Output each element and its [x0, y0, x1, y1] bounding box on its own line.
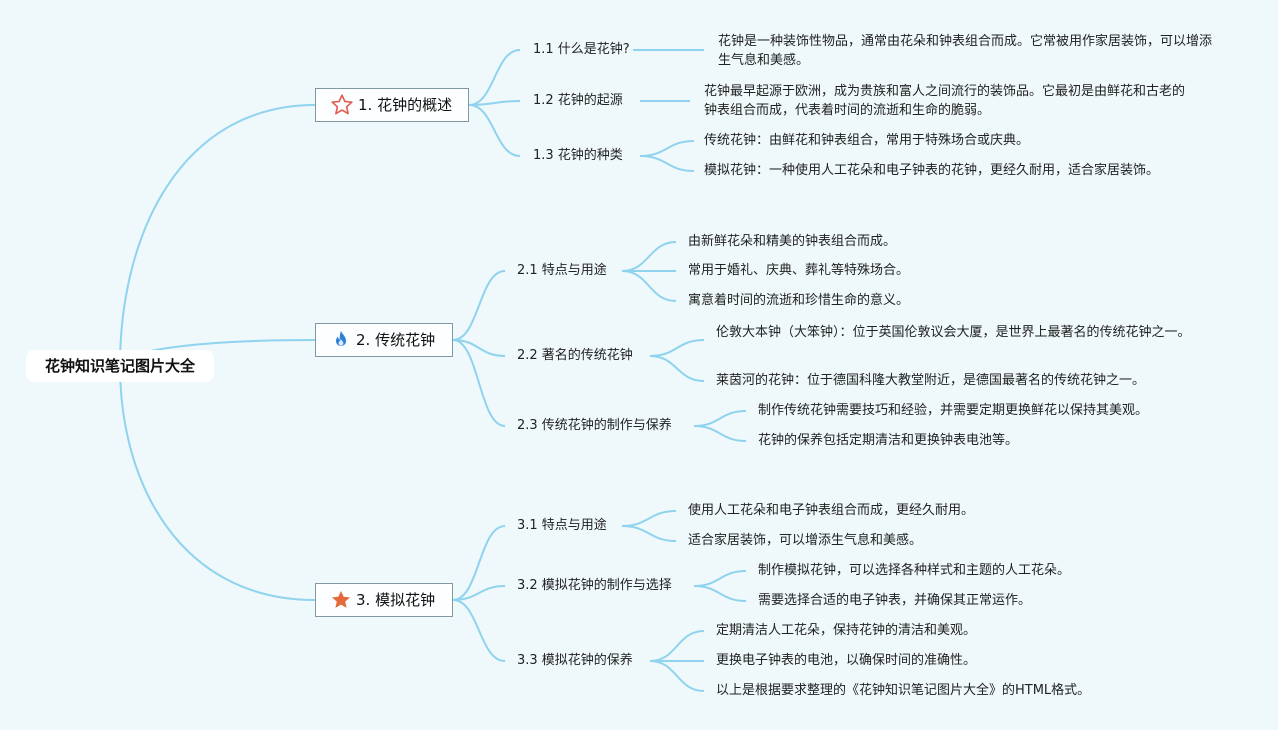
leaf-feature-1: 由新鲜花朵和精美的钟表组合而成。 — [688, 234, 897, 249]
leaf-making-1: 制作传统花钟需要技巧和经验，并需要定期更换鲜花以保持其美观。 — [758, 403, 1149, 418]
sub-features-traditional[interactable]: 2.1 特点与用途 — [517, 263, 607, 278]
link-s21-leaf3 — [621, 270, 677, 302]
link-s13-leaf2 — [639, 155, 695, 172]
link-s23-leaf1 — [693, 410, 747, 427]
branch-overview[interactable]: 1. 花钟的概述 — [315, 88, 469, 122]
link-s13-leaf1 — [639, 140, 695, 157]
leaf-big-ben: 伦敦大本钟（大笨钟）：位于英国伦敦议会大厦，是世界上最著名的传统花钟之一。 — [716, 325, 1191, 340]
leaf-type-simulated: 模拟花钟：一种使用人工花朵和电子钟表的花钟，更经久耐用，适合家居装饰。 — [704, 163, 1160, 178]
link-s31-leaf1 — [621, 510, 677, 527]
star-filled-icon — [330, 589, 352, 611]
link-s32-leaf2 — [693, 585, 747, 602]
leaf-feature-3: 寓意着时间的流逝和珍惜生命的意义。 — [688, 293, 910, 308]
link-s32-leaf1 — [693, 570, 747, 587]
link-b2-s3 — [452, 339, 506, 427]
sub-maintenance-simulated[interactable]: 3.3 模拟花钟的保养 — [517, 653, 633, 668]
leaf-sim-feature-2: 适合家居装饰，可以增添生气息和美感。 — [688, 533, 923, 548]
leaf-rhine: 莱茵河的花钟：位于德国科隆大教堂附近，是德国最著名的传统花钟之一。 — [716, 373, 1146, 388]
link-b3-s2 — [452, 585, 506, 601]
sub-features-simulated[interactable]: 3.1 特点与用途 — [517, 518, 607, 533]
link-root-branch1 — [119, 104, 316, 367]
branch-simulated[interactable]: 3. 模拟花钟 — [315, 583, 453, 617]
flame-icon — [330, 329, 352, 351]
branch-traditional[interactable]: 2. 传统花钟 — [315, 323, 453, 357]
link-s33-leaf1 — [649, 630, 705, 662]
link-s22-leaf2 — [649, 355, 705, 382]
link-s21-leaf1 — [621, 241, 677, 272]
link-s22-leaf1 — [649, 339, 705, 357]
link-b1-s1 — [468, 49, 521, 106]
leaf-making-2: 花钟的保养包括定期清洁和更换钟表电池等。 — [758, 433, 1019, 448]
leaf-sim-care-3: 以上是根据要求整理的《花钟知识笔记图片大全》的HTML格式。 — [716, 683, 1091, 698]
link-b1-s2 — [468, 100, 521, 106]
leaf-definition: 花钟是一种装饰性物品，通常由花朵和钟表组合而成。它常被用作家居装饰，可以增添生气… — [718, 34, 1213, 68]
leaf-sim-making-2: 需要选择合适的电子钟表，并确保其正常运作。 — [758, 593, 1032, 608]
link-b3-s1 — [452, 525, 506, 601]
link-s33-leaf3 — [649, 660, 705, 692]
leaf-feature-2: 常用于婚礼、庆典、葬礼等特殊场合。 — [688, 263, 910, 278]
leaf-sim-feature-1: 使用人工花朵和电子钟表组合而成，更经久耐用。 — [688, 503, 975, 518]
sub-making-simulated[interactable]: 3.2 模拟花钟的制作与选择 — [517, 578, 672, 593]
sub-origin[interactable]: 1.2 花钟的起源 — [533, 93, 623, 108]
link-b2-s1 — [452, 270, 506, 341]
sub-famous[interactable]: 2.2 著名的传统花钟 — [517, 348, 633, 363]
link-s23-leaf2 — [693, 425, 747, 442]
leaf-sim-making-1: 制作模拟花钟，可以选择各种样式和主题的人工花朵。 — [758, 563, 1071, 578]
leaf-type-traditional: 传统花钟：由鲜花和钟表组合，常用于特殊场合或庆典。 — [704, 133, 1030, 148]
sub-types[interactable]: 1.3 花钟的种类 — [533, 148, 623, 163]
link-s31-leaf2 — [621, 525, 677, 542]
sub-what-is[interactable]: 1.1 什么是花钟? — [533, 42, 630, 57]
leaf-sim-care-2: 更换电子钟表的电池，以确保时间的准确性。 — [716, 653, 977, 668]
sub-making-traditional[interactable]: 2.3 传统花钟的制作与保养 — [517, 418, 672, 433]
leaf-origin: 花钟最早起源于欧洲，成为贵族和富人之间流行的装饰品。它最初是由鲜花和古老的钟表组… — [704, 84, 1186, 118]
leaf-sim-care-1: 定期清洁人工花朵，保持花钟的清洁和美观。 — [716, 623, 977, 638]
link-root-branch3 — [119, 365, 316, 601]
link-b3-s3 — [452, 599, 506, 662]
root-node[interactable]: 花钟知识笔记图片大全 — [26, 350, 214, 382]
star-outline-icon — [330, 93, 354, 117]
link-b1-s3 — [468, 104, 521, 157]
link-b2-s2 — [452, 339, 506, 357]
